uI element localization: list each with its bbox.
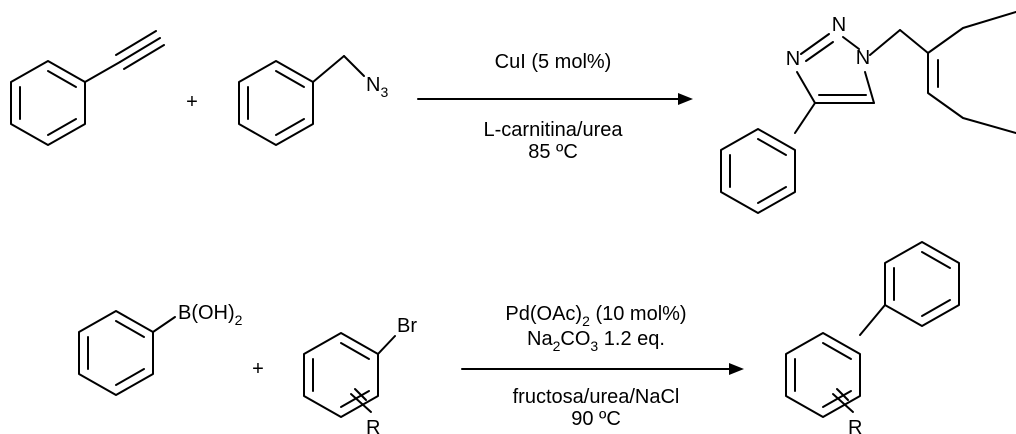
r-substituent-reagent: R (366, 417, 380, 434)
reaction-1-temperature-label: 85 ºC (528, 141, 578, 163)
phenylboronic-acid-structure: B(OH)2 (78, 302, 243, 396)
boronic-acid-label: B(OH)2 (178, 302, 243, 328)
reaction-2-arrow (461, 363, 744, 375)
biphenyl-product-structure: R (785, 241, 960, 434)
reaction-1: + N3 CuI (5 mol%) L-carnitina/urea 85 ºC… (10, 11, 1016, 214)
triazole-product-structure: N N N (720, 11, 1016, 214)
reaction-2-base-label: Na2CO3 1.2 eq. (527, 328, 665, 354)
reaction-1-solvent-label: L-carnitina/urea (484, 119, 624, 141)
reaction-2-solvent-label: fructosa/urea/NaCl (513, 386, 680, 408)
triazole-n1-atom: N (856, 47, 870, 69)
reaction-1-arrow (417, 93, 693, 105)
aryl-bromide-structure: Br R (303, 315, 417, 434)
azide-label: N3 (366, 74, 388, 100)
reaction-2-catalyst-label: Pd(OAc)2 (10 mol%) (505, 303, 686, 329)
reaction-2-plus-sign: + (252, 358, 264, 380)
reaction-2-temperature-label: 90 ºC (571, 408, 621, 430)
r-substituent-product: R (848, 417, 862, 434)
triazole-n2-atom: N (832, 14, 846, 36)
reaction-1-catalyst-label: CuI (5 mol%) (495, 51, 612, 73)
triazole-n3-atom: N (786, 48, 800, 70)
reaction-1-plus-sign: + (186, 91, 198, 113)
bromo-label: Br (397, 315, 417, 337)
phenylacetylene-structure (10, 30, 165, 146)
reaction-2: B(OH)2 + Br R Pd(OAc)2 (10 mol%) Na2CO3 … (78, 241, 960, 434)
benzyl-azide-structure: N3 (238, 55, 388, 146)
